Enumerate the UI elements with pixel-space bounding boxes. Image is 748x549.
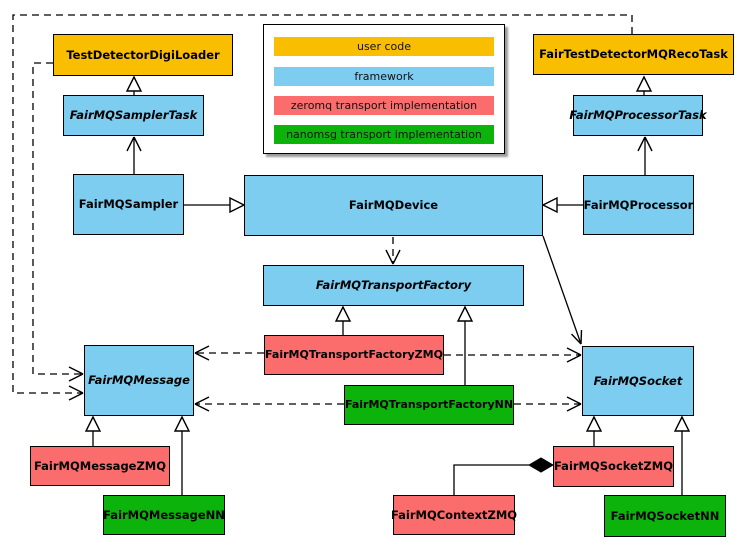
node-fairmqprocessor: FairMQProcessor [583,175,694,235]
legend-label: nanomsg transport implementation [286,128,482,141]
node-label: FairMQSamplerTask [69,108,198,123]
edge-tfzmq-transportfactory-inheritance [334,305,352,335]
edge-sampler-samplertask [126,136,142,174]
node-label: FairMQSocketZMQ [554,459,673,474]
edge-tfnn-message-dependency [194,396,344,412]
node-label: FairMQSocket [593,373,683,388]
legend-label: zeromq transport implementation [290,99,478,112]
node-fairmqsocketzmq: FairMQSocketZMQ [553,446,674,487]
edge-processor-device-inheritance [541,196,583,214]
legend-label: framework [354,70,414,83]
node-label: TestDetectorDigiLoader [66,47,220,62]
node-fairmqmessagenn: FairMQMessageNN [103,495,225,535]
edge-socketzmq-socket-inheritance [585,415,603,446]
legend-item-zeromq: zeromq transport implementation [274,96,494,115]
node-fairmqcontextzmq: FairMQContextZMQ [390,495,518,535]
node-label: FairMQMessageNN [103,507,225,522]
node-label: FairTestDetectorMQRecoTask [539,47,728,62]
node-label: FairMQMessage [88,373,190,388]
node-label: FairMQProcessor [583,197,694,212]
node-label: FairMQTransportFactoryNN [344,397,514,411]
node-fairmqprocessortask: FairMQProcessorTask [569,95,707,136]
edge-sampler-device-inheritance [184,196,246,214]
legend-item-nanomsg: nanomsg transport implementation [274,125,494,144]
edge-tfnn-transportfactory-inheritance [456,305,474,385]
node-fairmqtransportfactory: FairMQTransportFactory [263,265,524,306]
legend-box: user code framework zeromq transport imp… [263,24,505,154]
node-fairmqmessage: FairMQMessage [84,345,194,416]
node-fairmqdevice: FairMQDevice [244,175,543,236]
node-fairmqsampler: FairMQSampler [73,174,184,235]
edge-processor-processortask [637,136,653,175]
node-label: FairMQProcessorTask [569,108,707,123]
edge-device-socket-dependency [542,235,583,345]
node-testdetectordigiloader: TestDetectorDigiLoader [53,34,233,76]
legend-item-framework: framework [274,67,494,86]
edge-digiloader-message-dependency [32,62,84,382]
edge-contextzmq-socketzmq-composition [453,457,554,495]
legend-item-user-code: user code [274,37,494,56]
node-label: FairMQTransportFactoryZMQ [265,347,443,361]
edge-tfzmq-message-dependency [194,345,264,361]
edge-socketnn-socket-inheritance [673,415,691,495]
node-label: FairMQDevice [348,198,439,213]
node-fairmqtransportfactorynn: FairMQTransportFactoryNN [344,385,514,425]
node-fairmqsocketnn: FairMQSocketNN [604,495,726,537]
edge-device-transportfactory-dependency [385,237,401,265]
node-fairtestdetectormqrecotask: FairTestDetectorMQRecoTask [533,34,734,75]
node-fairmqsocket: FairMQSocket [582,346,694,416]
edge-tfzmq-socket-dependency [444,347,582,363]
node-label: FairMQSocketNN [610,508,720,523]
edge-processortask-recotask-inheritance [635,75,653,95]
node-label: FairMQMessageZMQ [33,458,167,473]
edge-messagenn-message-inheritance [173,415,191,495]
node-label: FairMQContextZMQ [390,507,518,522]
edge-messagezmq-message-inheritance [84,415,102,446]
node-label: FairMQTransportFactory [315,278,472,293]
node-fairmqsamplertask: FairMQSamplerTask [63,95,204,136]
edge-recotask-message-dependency [12,14,633,401]
node-fairmqtransportfactoryzmq: FairMQTransportFactoryZMQ [264,335,444,375]
node-fairmqmessagezmq: FairMQMessageZMQ [30,446,170,486]
legend-label: user code [356,40,412,53]
edge-tfnn-socket-dependency [514,396,582,412]
edge-samplertask-digiloader-inheritance [125,75,143,95]
node-label: FairMQSampler [78,197,179,212]
